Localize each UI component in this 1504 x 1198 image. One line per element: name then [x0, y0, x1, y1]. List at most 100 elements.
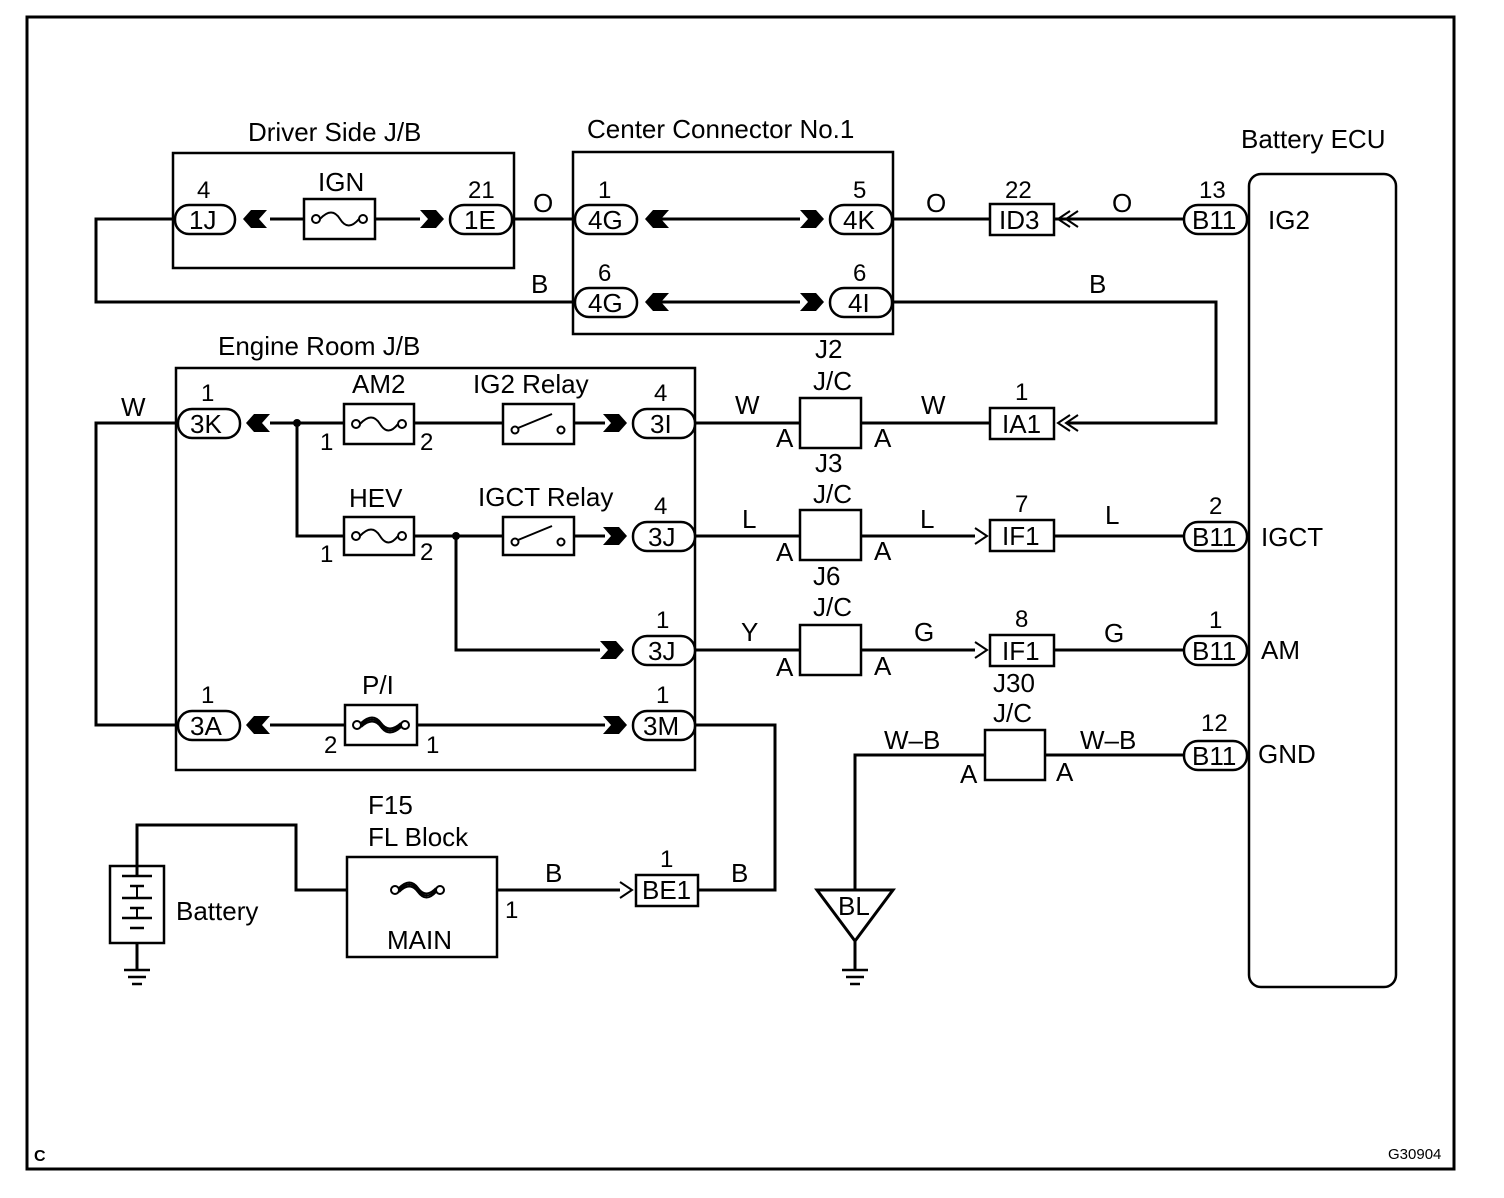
jc-j30-side-a-left: A	[960, 759, 978, 789]
conn-if1-g-pin: 8	[1015, 606, 1028, 633]
conn-3m-pin: 1	[656, 682, 669, 709]
jc-j30-side-a-right: A	[1056, 757, 1074, 787]
conn-b11-ig2-label: B11	[1192, 205, 1236, 235]
wire-wb-ground	[853, 753, 985, 890]
wire-color-b-4: B	[731, 858, 748, 888]
conn-1j	[173, 203, 237, 236]
relay-ig2-switch-icon	[510, 413, 566, 435]
conn-if1-g	[988, 633, 1056, 668]
conn-3j-am	[631, 634, 697, 667]
jc-yg	[798, 623, 863, 677]
conn-4g-bottom-label: 4G	[588, 288, 623, 318]
conn-4g-top-pin: 1	[598, 177, 611, 204]
fuse-am2-pin-left: 1	[320, 429, 333, 456]
relay-ig2-label: IG2 Relay	[473, 369, 589, 399]
ecu-terminal-igct: IGCT	[1261, 522, 1323, 552]
conn-b11-igct	[1182, 520, 1249, 553]
splice-dot-hev	[452, 532, 460, 540]
conn-3j-igct-label: 3J	[648, 522, 675, 552]
ground-bl-label: BL	[838, 891, 870, 921]
splice-dot-am2	[293, 419, 301, 427]
conn-3m-label: 3M	[643, 711, 679, 741]
battery-ground-icon	[124, 943, 150, 986]
wire-branch-hev	[295, 423, 344, 538]
conn-b11-ig2	[1182, 203, 1249, 236]
jc-yg-side-a-right: A	[874, 651, 892, 681]
fuse-main-label: MAIN	[387, 925, 452, 955]
conn-4g-bottom-pin: 6	[598, 260, 611, 287]
center-connector-label: Center Connector No.1	[587, 114, 854, 144]
conn-b11-am-pin: 1	[1209, 607, 1222, 634]
conn-3j-igct-pin: 4	[654, 493, 667, 520]
conn-id3-pin: 22	[1005, 177, 1032, 204]
conn-3i	[631, 407, 697, 440]
fuse-am2-pin-right: 2	[420, 429, 433, 456]
conn-3i-label: 3I	[650, 409, 672, 439]
fuse-ign-label: IGN	[318, 167, 364, 197]
corner-mark: C	[34, 1148, 46, 1165]
jc-yg-side-a-left: A	[776, 652, 794, 682]
conn-b11-igct-label: B11	[1192, 522, 1236, 552]
conn-4i	[828, 286, 894, 319]
wire-color-y-1: Y	[741, 617, 758, 647]
wire-color-w-3: W	[921, 390, 946, 420]
conn-3a-label: 3A	[190, 711, 222, 741]
conn-id3	[988, 202, 1056, 237]
fuse-hev-label: HEV	[349, 483, 403, 513]
fl-block-id: F15	[368, 790, 413, 820]
conn-id3-label: ID3	[999, 205, 1039, 235]
jc-j30-label: J30	[993, 668, 1035, 698]
conn-be1	[634, 873, 700, 908]
conn-4k	[828, 203, 894, 236]
fl-block-pin: 1	[505, 897, 518, 924]
diagram-frame	[25, 15, 1456, 1171]
conn-3a	[176, 709, 242, 742]
conn-if1-l-pin: 7	[1015, 491, 1028, 518]
engine-jb-box	[174, 366, 697, 772]
wire-w-loop	[94, 421, 178, 727]
conn-4k-pin: 5	[853, 177, 866, 204]
conn-b11-am	[1182, 634, 1249, 667]
conn-3k-label: 3K	[190, 409, 222, 439]
conn-ia1	[988, 406, 1056, 441]
battery-icon	[122, 866, 152, 930]
jc-j6-label: J6	[813, 561, 840, 591]
fuse-main-icon	[390, 881, 445, 899]
relay-igct-box	[501, 515, 576, 557]
conn-3k-pin: 1	[201, 380, 214, 407]
wire-color-l-2: L	[920, 504, 934, 534]
wire-color-w-1: W	[121, 392, 146, 422]
fl-block-label: FL Block	[368, 822, 469, 852]
ecu-terminal-gnd: GND	[1258, 739, 1316, 769]
jc-l	[798, 508, 863, 562]
wire-b-4i-ia1	[893, 300, 1218, 425]
wire-color-g-2: G	[1104, 618, 1124, 648]
conn-3j-am-label: 3J	[648, 636, 675, 666]
jc-j2-j3	[798, 396, 863, 450]
jc-j30-type: J/C	[993, 698, 1032, 728]
conn-if1-l-label: IF1	[1002, 521, 1040, 551]
wire-color-b-1: B	[531, 269, 548, 299]
jc-j2-label: J2	[815, 334, 842, 364]
fuse-hev-pin-left: 1	[320, 541, 333, 568]
conn-4g-top-label: 4G	[588, 205, 623, 235]
wire-color-o-3: O	[1112, 188, 1132, 218]
fuse-pi-icon	[352, 716, 410, 734]
conn-b11-gnd	[1182, 739, 1249, 772]
wire-color-l-1: L	[742, 504, 756, 534]
fuse-pi-pin-right: 1	[426, 732, 439, 759]
wire-color-b-3: B	[545, 858, 562, 888]
relay-igct-switch-icon	[510, 525, 566, 547]
conn-4g-top	[573, 203, 639, 236]
conn-b11-igct-pin: 2	[1209, 493, 1222, 520]
conn-be1-label: BE1	[642, 875, 691, 905]
conn-ia1-pin: 1	[1015, 379, 1028, 406]
fuse-am2-label: AM2	[352, 369, 405, 399]
driver-jb-label: Driver Side J/B	[248, 117, 421, 147]
conn-1j-pin: 4	[197, 177, 210, 204]
conn-b11-ig2-pin: 13	[1199, 177, 1226, 204]
wire-color-g-1: G	[914, 617, 934, 647]
conn-4g-bottom	[573, 286, 639, 319]
battery-ecu-label: Battery ECU	[1241, 124, 1386, 154]
